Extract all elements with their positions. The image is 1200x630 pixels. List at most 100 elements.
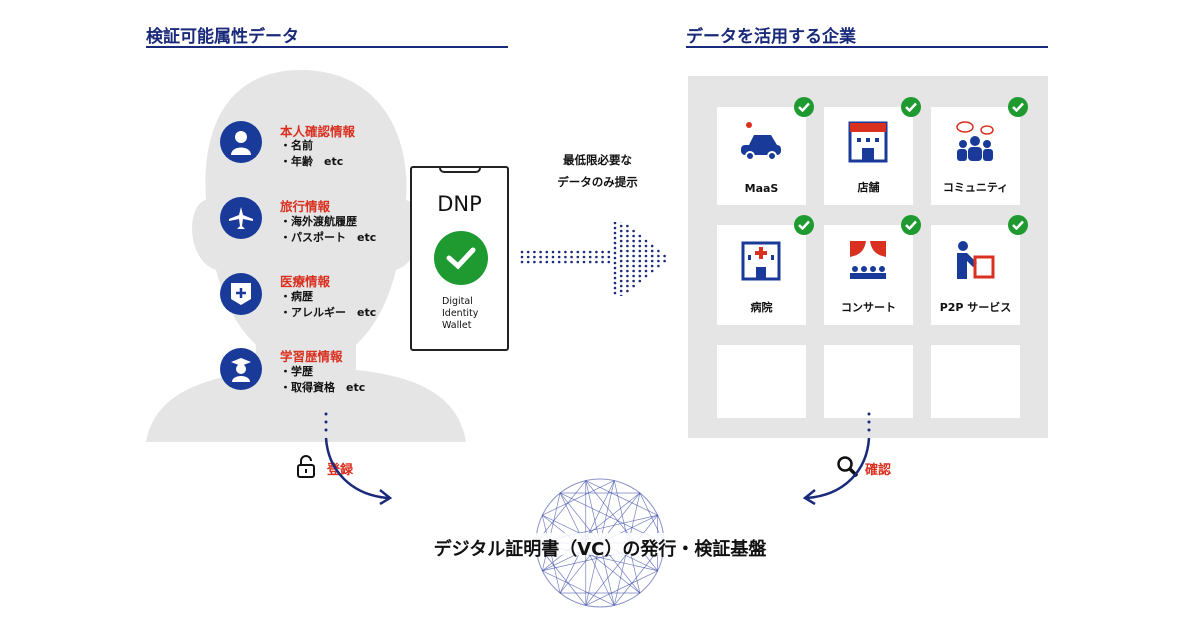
- arrow-dot: [632, 269, 635, 273]
- arrow-dot: [601, 250, 604, 254]
- service-tile: P2P サービス: [931, 215, 1028, 325]
- arrow-dot: [526, 255, 530, 259]
- arrow-dot: [576, 250, 580, 254]
- arrow-dot: [613, 271, 617, 275]
- arrow-dot: [644, 254, 648, 258]
- globe-network-icon: [532, 478, 668, 608]
- arrow-dot: [638, 234, 642, 238]
- service-tile: 病院: [717, 215, 814, 325]
- arrow-dot: [619, 279, 623, 283]
- arrow-dot: [582, 250, 586, 254]
- check-badge-icon: [901, 215, 921, 235]
- arrow-dot: [613, 276, 617, 280]
- category-item: ・病歴: [280, 290, 313, 303]
- arrow-dot: [619, 229, 623, 233]
- category-heading: 学習歴情報: [280, 349, 343, 364]
- store-icon: [848, 121, 887, 163]
- arrow-dot: [551, 260, 555, 264]
- arrow-dot: [564, 260, 567, 264]
- person-silhouette: [146, 70, 466, 442]
- arrow-dot: [520, 260, 524, 264]
- category-item: ・パスポート etc: [280, 231, 377, 244]
- arrow-dot: [539, 250, 542, 254]
- empty-tile: [931, 345, 1020, 418]
- arrow-dot: [663, 254, 666, 258]
- phone-notch: [439, 166, 481, 173]
- arrow-dot: [644, 269, 648, 273]
- wallet-label: Identity: [442, 308, 479, 319]
- arrow-dot: [551, 250, 555, 254]
- arrow-dot: [520, 250, 524, 254]
- service-label: コミュニティ: [942, 181, 1009, 194]
- arrow-dot: [557, 250, 561, 254]
- arrow-dot: [632, 279, 635, 283]
- platform-title: デジタル証明書（VC）の発行・検証基盤: [433, 539, 767, 560]
- arrow-dot: [632, 234, 635, 238]
- arrow-caption-line: 最低限必要な: [563, 153, 632, 167]
- arrow-dot: [619, 274, 623, 278]
- arrow-dot: [601, 255, 604, 259]
- check-icon: [434, 231, 488, 285]
- service-tile: MaaS: [717, 97, 814, 205]
- person-icon: [220, 121, 262, 163]
- arrow-dot: [619, 289, 623, 293]
- arrow-dot: [601, 260, 604, 264]
- arrow-dot: [588, 250, 592, 254]
- arrow-dot: [619, 244, 623, 248]
- arrow-dot: [644, 239, 648, 243]
- empty-tile: [824, 345, 913, 418]
- wallet-label: Digital: [442, 296, 473, 307]
- check-badge-icon: [794, 97, 814, 117]
- arrow-dot: [650, 259, 654, 263]
- arrow-dot: [533, 260, 536, 264]
- arrow-dot: [657, 249, 660, 253]
- delivery-icon: [956, 241, 994, 279]
- community-icon: [955, 121, 994, 161]
- arrow-dot: [564, 255, 567, 259]
- arrow-dot: [588, 255, 592, 259]
- register-arrow: [324, 412, 393, 506]
- airplane-icon: [220, 197, 262, 239]
- arrow-dot: [545, 255, 549, 259]
- right-title: データを活用する企業: [686, 27, 856, 47]
- divider: [686, 46, 1048, 48]
- arrow-dot: [638, 269, 642, 273]
- category-item: ・取得資格 etc: [280, 381, 366, 394]
- service-label: P2P サービス: [939, 301, 1012, 314]
- arrow-dot: [632, 259, 635, 263]
- arrow-dot: [564, 250, 567, 254]
- arrow-dot: [595, 250, 598, 254]
- arrow-dot: [613, 291, 617, 295]
- arrow-dot: [632, 239, 635, 243]
- service-tile: コンサート: [824, 215, 921, 325]
- arrow-dot: [644, 274, 648, 278]
- arrow-dot: [619, 254, 623, 258]
- arrow-dot: [638, 239, 642, 243]
- service-label: コンサート: [841, 301, 896, 314]
- wallet-label: Wallet: [442, 320, 472, 331]
- arrow-dot: [626, 274, 629, 278]
- arrow-dot: [582, 255, 586, 259]
- arrow-caption: 最低限必要な データのみ提示: [530, 149, 665, 193]
- arrow-dot: [638, 259, 642, 263]
- arrow-dot: [619, 224, 623, 228]
- arrow-dot: [545, 260, 549, 264]
- arrow-dot: [619, 249, 623, 253]
- arrow-dot: [657, 254, 660, 258]
- arrow-dot: [626, 289, 629, 293]
- arrow-dot: [619, 234, 623, 238]
- arrow-dot: [570, 255, 573, 259]
- arrow-dot: [626, 224, 629, 228]
- arrow-dot: [644, 249, 648, 253]
- category-item: ・名前: [280, 139, 313, 152]
- arrow-dot: [619, 259, 623, 263]
- arrow-dot: [570, 260, 573, 264]
- category-item: ・学歴: [280, 365, 313, 378]
- arrow-dot: [650, 254, 654, 258]
- arrow-dot: [644, 244, 648, 248]
- arrow-dot: [663, 259, 666, 263]
- arrow-dot: [619, 284, 623, 288]
- arrow-dot: [657, 264, 660, 268]
- arrow-dot: [613, 251, 617, 255]
- arrow-dot: [613, 266, 617, 270]
